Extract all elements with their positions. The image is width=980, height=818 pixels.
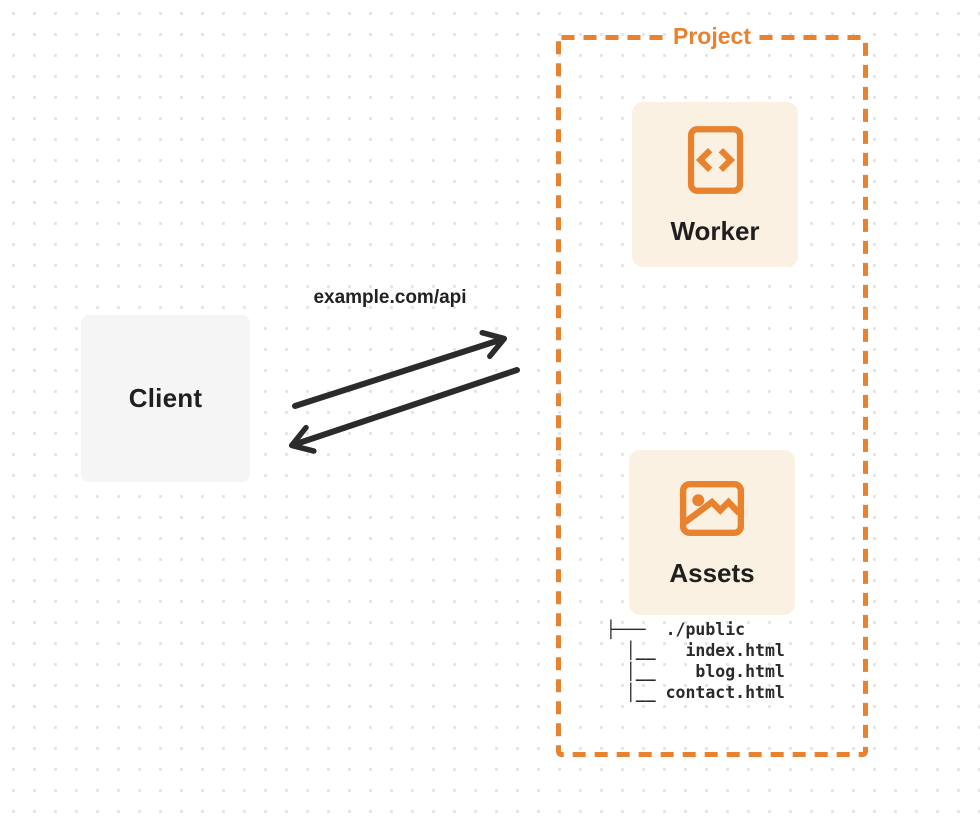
image-icon — [679, 480, 745, 536]
client-node: Client — [81, 315, 250, 482]
assets-node: Assets — [629, 450, 795, 615]
worker-node: Worker — [632, 102, 798, 267]
file-tree-line: │__ index.html — [606, 641, 785, 660]
file-tree-line: │__ blog.html — [606, 662, 785, 681]
project-dashed-border — [556, 35, 868, 757]
file-tree-line: ├─── ./public — [606, 620, 746, 639]
request-url-label: example.com/api — [313, 287, 467, 308]
project-boundary: Project Worker Assets ├─── ./public │__ … — [556, 23, 868, 757]
project-label: Project — [666, 23, 758, 50]
file-tree: ├─── ./public │__ index.html │__ blog.ht… — [606, 619, 785, 703]
client-label: Client — [128, 383, 203, 413]
code-file-icon — [687, 126, 743, 194]
response-arrow — [288, 367, 520, 454]
request-arrow — [292, 329, 508, 409]
assets-label: Assets — [669, 557, 755, 588]
file-tree-line: │__ contact.html — [606, 683, 785, 702]
worker-label: Worker — [670, 216, 760, 246]
